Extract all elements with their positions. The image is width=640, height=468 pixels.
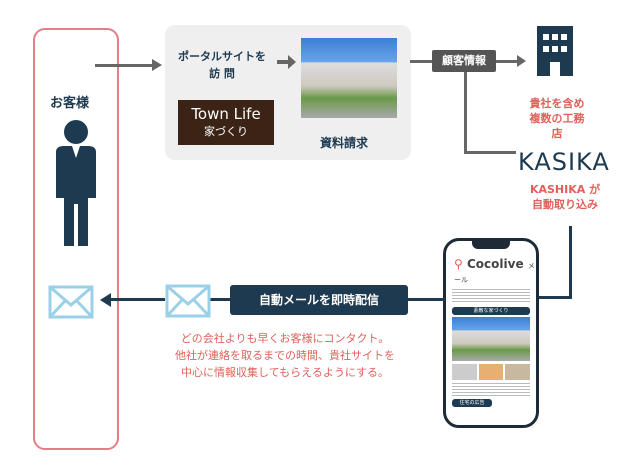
phone-banner-2: 住宅の広告 (452, 399, 492, 407)
kasika-text: KASHIKA が (529, 183, 601, 196)
cocolive-brand: Cocolive (466, 257, 524, 271)
description-line: 他社が連絡を取るまでの時間、貴社サイトを (175, 349, 395, 362)
smartphone: ⚲ Cocolive メール 素敵な家づくり 住宅の広告 (443, 238, 539, 428)
arrow-icon (288, 55, 296, 69)
house-photo (301, 38, 397, 118)
mail-icon (48, 285, 94, 319)
phone-banner: 素敵な家づくり (452, 307, 530, 315)
kasika-logo: KASIKA (518, 148, 610, 176)
builders-text-2: 複数の工務店 (529, 112, 585, 140)
pin-icon: ⚲ (454, 257, 463, 271)
auto-mail-label: 自動メールを即時配信 (230, 285, 408, 315)
description-line: 中心に情報収集してもらえるようにする。 (181, 366, 389, 379)
builders-text: 貴社を含め (529, 97, 585, 110)
customer-panel (33, 28, 119, 450)
person-icon (56, 120, 96, 246)
mail-icon (165, 284, 211, 318)
customer-info-label: 顧客情報 (432, 50, 496, 72)
kasika-text-2: 自動取り込み (532, 198, 598, 211)
visit-text: ポータルサイトを (178, 50, 266, 63)
customer-label: お客様 (50, 96, 90, 111)
description-line: どの会社よりも早くお客様にコンタクト。 (180, 332, 390, 345)
request-label: 資料請求 (320, 136, 369, 150)
arrow-icon (100, 293, 111, 307)
visit-text-2: 訪 問 (209, 67, 235, 80)
arrow-icon (152, 59, 162, 71)
building-icon (537, 26, 573, 76)
